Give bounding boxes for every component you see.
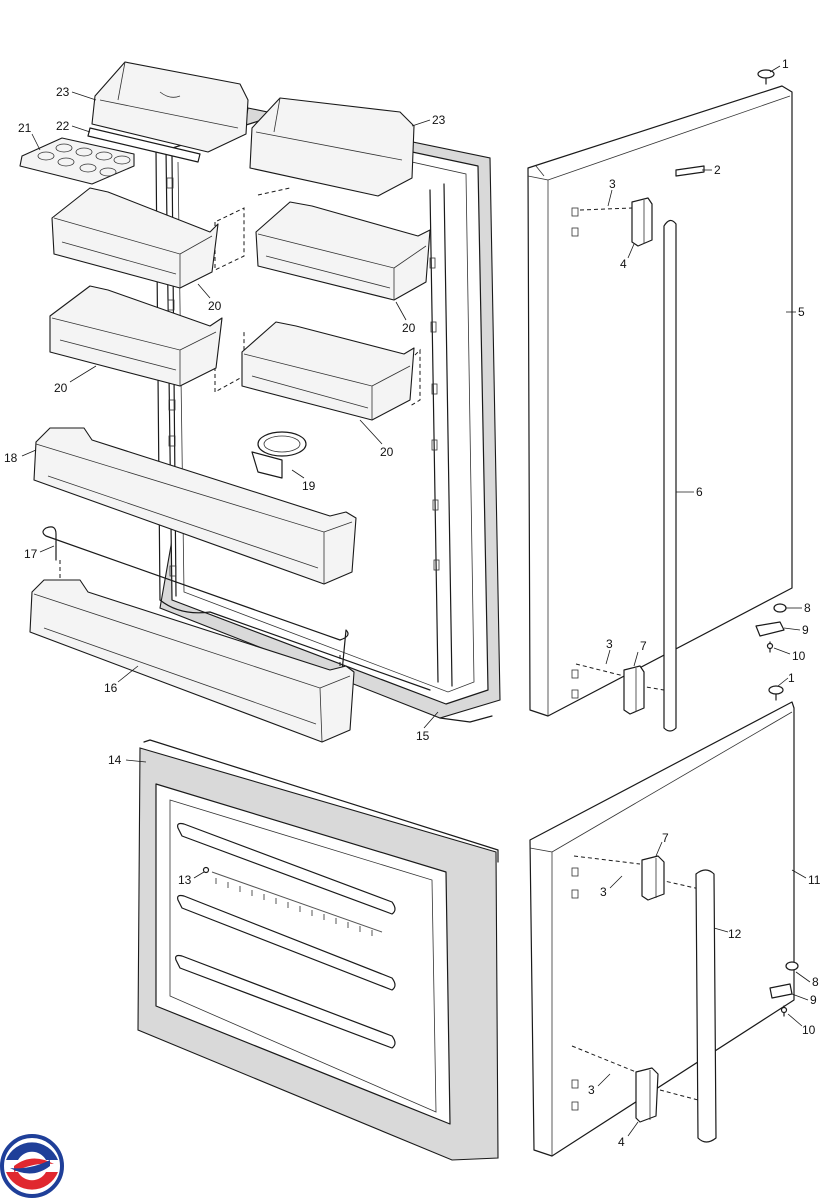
freezer-door-inner: [137, 739, 499, 1161]
fridge-door-outer: [527, 85, 793, 717]
label-23a: 23: [56, 85, 70, 99]
hinge-block-7a: [623, 665, 645, 715]
label-8b: 8: [812, 975, 819, 989]
brand-logo-icon: [0, 1134, 64, 1198]
top-hinge-pin-b: [768, 685, 784, 701]
label-7b: 7: [662, 831, 669, 845]
label-3a: 3: [609, 177, 616, 191]
label-9a: 9: [802, 623, 809, 637]
label-19: 19: [302, 479, 316, 493]
wire-bar: [42, 526, 349, 673]
label-16: 16: [104, 681, 118, 695]
label-20a: 20: [208, 299, 222, 313]
fridge-door-inner: [155, 107, 501, 723]
door-shelf-lower-right: [241, 321, 415, 421]
egg-tray: [19, 137, 135, 185]
label-12: 12: [728, 927, 742, 941]
label-15: 15: [416, 729, 430, 743]
label-18: 18: [4, 451, 18, 465]
label-3d: 3: [588, 1083, 595, 1097]
hinge-block-7b: [641, 855, 665, 901]
top-hinge-pin-a: [757, 69, 775, 85]
dairy-rail: [87, 127, 201, 163]
label-9b: 9: [810, 993, 817, 1007]
label-3b: 3: [606, 637, 613, 651]
dairy-compartment-right: [249, 97, 415, 197]
leader-lines: [21, 65, 811, 1137]
bottle-shelf-upper: [33, 427, 357, 585]
label-7a: 7: [640, 639, 647, 653]
label-23b: 23: [432, 113, 446, 127]
label-20d: 20: [380, 445, 394, 459]
hinge-block-4a: [631, 197, 653, 247]
label-10b: 10: [802, 1023, 816, 1037]
label-1a: 1: [782, 57, 789, 71]
label-6: 6: [696, 485, 703, 499]
label-2: 2: [714, 163, 721, 177]
label-3c: 3: [600, 885, 607, 899]
dairy-compartment-left: [91, 61, 249, 153]
label-20b: 20: [402, 321, 416, 335]
label-10a: 10: [792, 649, 806, 663]
door-shelf-upper-right: [255, 201, 431, 301]
label-8a: 8: [804, 601, 811, 615]
label-22: 22: [56, 119, 70, 133]
bottle-shelf-lower: [29, 579, 355, 743]
label-11: 11: [808, 873, 821, 887]
label-20c: 20: [54, 381, 68, 395]
label-13: 13: [178, 873, 192, 887]
label-14: 14: [108, 753, 122, 767]
freezer-door-handle: [695, 869, 717, 1143]
door-shelf-upper-left: [51, 187, 219, 289]
freezer-door-outer: [529, 701, 795, 1157]
hinge-block-4b: [635, 1067, 659, 1123]
label-1b: 1: [788, 671, 795, 685]
label-21: 21: [18, 121, 32, 135]
door-shelf-lower-left: [49, 285, 223, 387]
label-4a: 4: [620, 257, 627, 271]
label-5: 5: [798, 305, 805, 319]
fridge-door-handle: [663, 219, 677, 732]
small-holder: [251, 431, 307, 479]
label-17: 17: [24, 547, 38, 561]
label-4b: 4: [618, 1135, 625, 1149]
lower-hinge-a: [755, 603, 787, 653]
part-number-labels: 1 2 3 4 5 6 3 7 8 9 10 1 11 7 3 12 8 9 1…: [4, 57, 821, 1149]
